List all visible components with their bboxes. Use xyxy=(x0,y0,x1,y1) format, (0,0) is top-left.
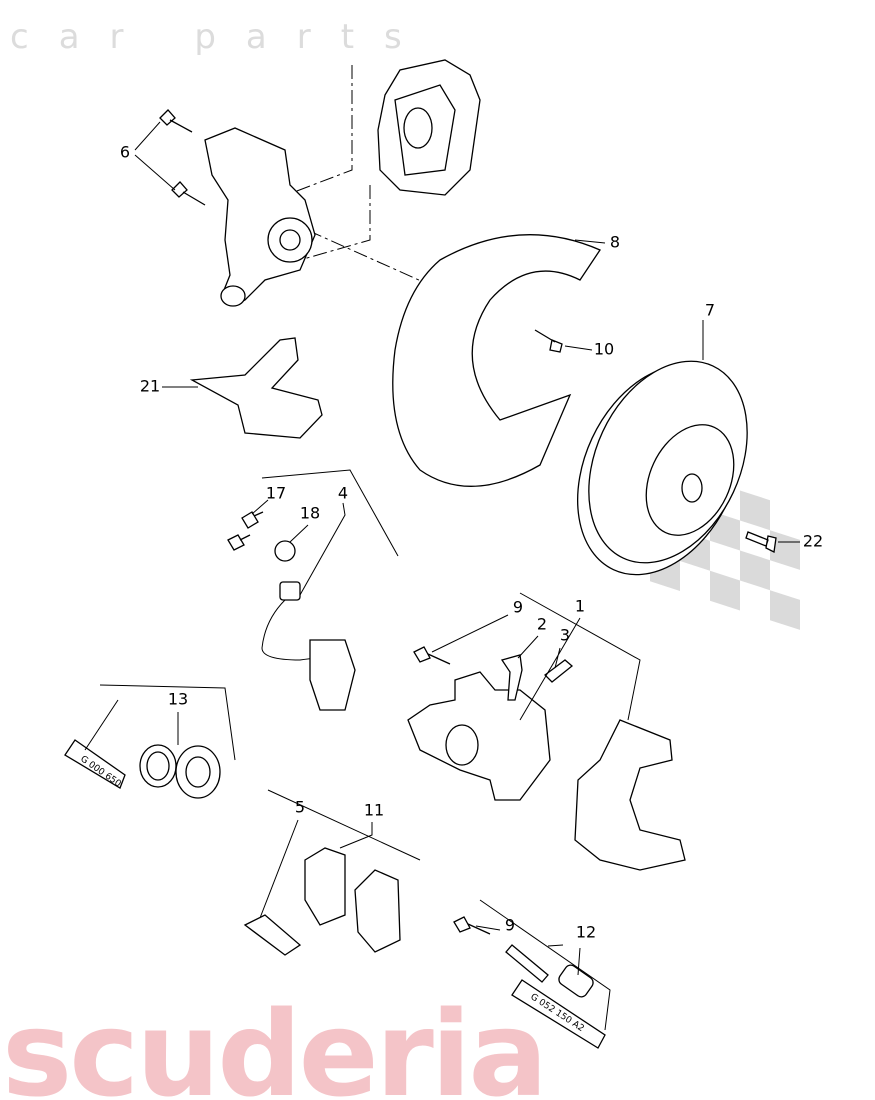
o-ring-18 xyxy=(274,540,296,562)
callout-3: 3 xyxy=(560,626,570,645)
bolt-9-upper xyxy=(413,646,451,665)
caliper-carrier xyxy=(574,719,686,871)
bleed-cap-2 xyxy=(500,654,523,701)
bolt-6-upper xyxy=(159,109,193,133)
callout-6: 6 xyxy=(120,143,130,162)
brake-pad-b xyxy=(354,869,401,953)
callout-8: 8 xyxy=(610,233,620,252)
brake-caliper-top xyxy=(377,59,481,196)
brake-caliper xyxy=(407,671,551,801)
brake-dust-shield xyxy=(392,234,601,487)
bolt-9-lower xyxy=(453,916,491,935)
brake-pad-a xyxy=(304,847,346,926)
callout-18: 18 xyxy=(300,504,320,523)
bolt-17-a xyxy=(241,511,264,529)
leader-lines xyxy=(84,121,800,1031)
wheel-bearing xyxy=(175,745,221,799)
bolt-6-lower xyxy=(171,181,206,206)
callout-9-upper: 9 xyxy=(513,598,523,617)
callout-1: 1 xyxy=(575,597,585,616)
callout-11: 11 xyxy=(364,801,384,820)
grease-tube-small: G 000 650 xyxy=(64,739,126,790)
guide-pin xyxy=(505,944,549,983)
callout-17: 17 xyxy=(266,484,286,503)
callout-2: 2 xyxy=(537,615,547,634)
steering-knuckle xyxy=(204,127,316,307)
seal-ring xyxy=(139,744,177,788)
wear-sensor xyxy=(261,581,356,711)
callout-9-lower: 9 xyxy=(505,916,515,935)
watermark-brand: scuderia xyxy=(2,985,545,1100)
callout-7: 7 xyxy=(705,301,715,320)
callout-4: 4 xyxy=(338,484,348,503)
brake-disc xyxy=(577,360,748,576)
bleed-screw-3 xyxy=(544,659,574,683)
screw-22 xyxy=(745,531,777,553)
bolt-17-b xyxy=(227,534,251,551)
callout-10: 10 xyxy=(594,340,614,359)
callout-21: 21 xyxy=(140,377,160,396)
bolt-10 xyxy=(534,329,563,353)
spring-clip xyxy=(243,914,302,956)
callout-22: 22 xyxy=(803,532,823,551)
watermark: car parts scuderia xyxy=(2,17,548,1100)
callouts: 6 8 7 10 21 17 4 18 22 9 1 2 3 13 5 11 9… xyxy=(120,143,823,942)
guide-sleeve xyxy=(558,964,594,998)
callout-12: 12 xyxy=(576,923,596,942)
watermark-tagline: car parts xyxy=(10,17,432,57)
callout-13: 13 xyxy=(168,690,188,709)
callout-5: 5 xyxy=(295,798,305,817)
bracket xyxy=(189,337,323,439)
